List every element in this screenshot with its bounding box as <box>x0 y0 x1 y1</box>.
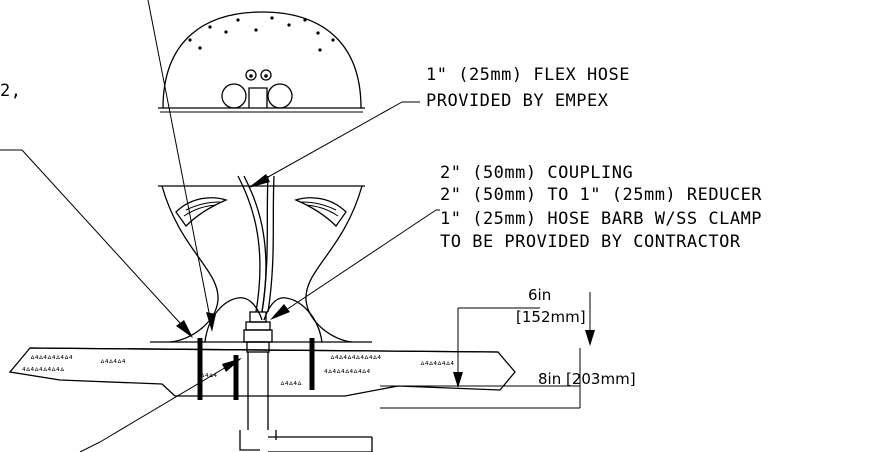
dimension-lines <box>380 292 595 409</box>
svg-text:ᐞ⁴ᐞ⁴ᐞ⁴ᐞ⁴ᐞ⁴: ᐞ⁴ᐞ⁴ᐞ⁴ᐞ⁴ᐞ⁴ <box>30 355 73 365</box>
vent-ornament-left <box>175 197 228 228</box>
dome-cap <box>158 11 365 113</box>
bollard-body <box>150 185 372 343</box>
callout-flex-hose: 1" (25mm) FLEX HOSE PROVIDED BY EMPEX <box>426 65 630 111</box>
leader-lines <box>0 0 440 452</box>
dim-6in-imperial: 6in <box>528 286 551 304</box>
label-hose-barb: 1" (25mm) HOSE BARB W/SS CLAMP <box>440 209 762 229</box>
dome-holes <box>188 16 335 52</box>
flex-hose <box>237 175 275 313</box>
svg-text:ᐞ⁴ᐞ⁴ᐞ⁴ᐞ⁴ᐞ⁴ᐞ⁴: ᐞ⁴ᐞ⁴ᐞ⁴ᐞ⁴ᐞ⁴ᐞ⁴ <box>330 355 381 365</box>
dim-6in-metric: [152mm] <box>516 308 586 326</box>
label-reducer: 2" (50mm) TO 1" (25mm) REDUCER <box>440 185 762 205</box>
concrete-slab: ᐞ⁴ᐞ⁴ᐞ⁴ᐞ⁴ᐞ⁴ ⁴ᐞ⁴ᐞ⁴ᐞ⁴ᐞ⁴ᐞ ᐞ⁴ᐞ⁴ᐞ⁴ ᐞ⁴ᐞ⁴ᐞ⁴ᐞ⁴ᐞ⁴ᐞ… <box>8 347 516 397</box>
label-flex-hose-line2: PROVIDED BY EMPEX <box>426 91 609 111</box>
fittings-stack <box>243 311 273 353</box>
svg-text:ᐞ⁴ᐞ⁴: ᐞ⁴ᐞ⁴ <box>200 373 217 383</box>
label-cut-off-fragment: 2, <box>0 81 21 101</box>
svg-text:ᐞ⁴ᐞ⁴ᐞ: ᐞ⁴ᐞ⁴ᐞ <box>280 381 302 391</box>
svg-text:ᐞ⁴ᐞ⁴ᐞ⁴: ᐞ⁴ᐞ⁴ᐞ⁴ <box>100 359 126 369</box>
label-contractor: TO BE PROVIDED BY CONTRACTOR <box>440 232 741 252</box>
callout-fittings: 2" (50mm) COUPLING 2" (50mm) TO 1" (25mm… <box>440 163 762 252</box>
vent-ornament-right <box>294 197 347 228</box>
svg-text:ᐞ⁴ᐞ⁴ᐞ⁴ᐞ⁴: ᐞ⁴ᐞ⁴ᐞ⁴ᐞ⁴ <box>420 361 454 371</box>
svg-text:⁴ᐞ⁴ᐞ⁴ᐞ⁴ᐞ⁴ᐞ⁴: ⁴ᐞ⁴ᐞ⁴ᐞ⁴ᐞ⁴ᐞ⁴ <box>324 369 370 379</box>
dim-8in: 8in [203mm] <box>538 370 636 388</box>
emblem-logo <box>221 69 293 109</box>
drain-pipe <box>239 352 373 452</box>
aggregate-fill: ᐞ⁴ᐞ⁴ᐞ⁴ᐞ⁴ᐞ⁴ ⁴ᐞ⁴ᐞ⁴ᐞ⁴ᐞ⁴ᐞ ᐞ⁴ᐞ⁴ᐞ⁴ ᐞ⁴ᐞ⁴ᐞ⁴ᐞ⁴ᐞ⁴ᐞ… <box>22 355 454 391</box>
svg-text:⁴ᐞ⁴ᐞ⁴ᐞ⁴ᐞ⁴ᐞ: ⁴ᐞ⁴ᐞ⁴ᐞ⁴ᐞ⁴ᐞ <box>22 367 65 377</box>
dimension-labels: 6in [152mm] 8in [203mm] <box>516 286 636 388</box>
label-coupling: 2" (50mm) COUPLING <box>440 163 633 183</box>
label-flex-hose-line1: 1" (25mm) FLEX HOSE <box>426 65 630 85</box>
